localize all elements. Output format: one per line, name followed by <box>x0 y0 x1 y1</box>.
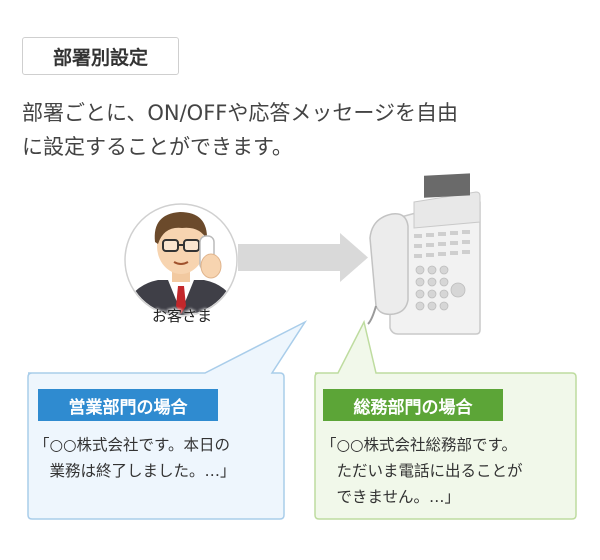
description-line-1: 部署ごとに、ON/OFFや応答メッセージを自由 <box>22 101 458 125</box>
general-affairs-badge: 総務部門の場合 <box>323 389 503 421</box>
customer-label: お客さま <box>151 307 212 325</box>
customer-avatar <box>124 203 238 317</box>
sales-department-badge: 営業部門の場合 <box>38 389 218 421</box>
description-line-2: に設定することができます。 <box>22 135 293 159</box>
office-phone-icon <box>367 173 481 335</box>
arrow-right-icon <box>238 233 368 282</box>
page-title: 部署別設定 <box>22 37 179 75</box>
sales-message: 「○○株式会社です。本日の 業務は終了しました。…」 <box>34 436 236 480</box>
description: 部署ごとに、ON/OFFや応答メッセージを自由 に設定することができます。 <box>22 96 582 164</box>
general-affairs-message: 「○○株式会社総務部です。 ただいま電話に出ることが できません。…」 <box>321 436 523 506</box>
